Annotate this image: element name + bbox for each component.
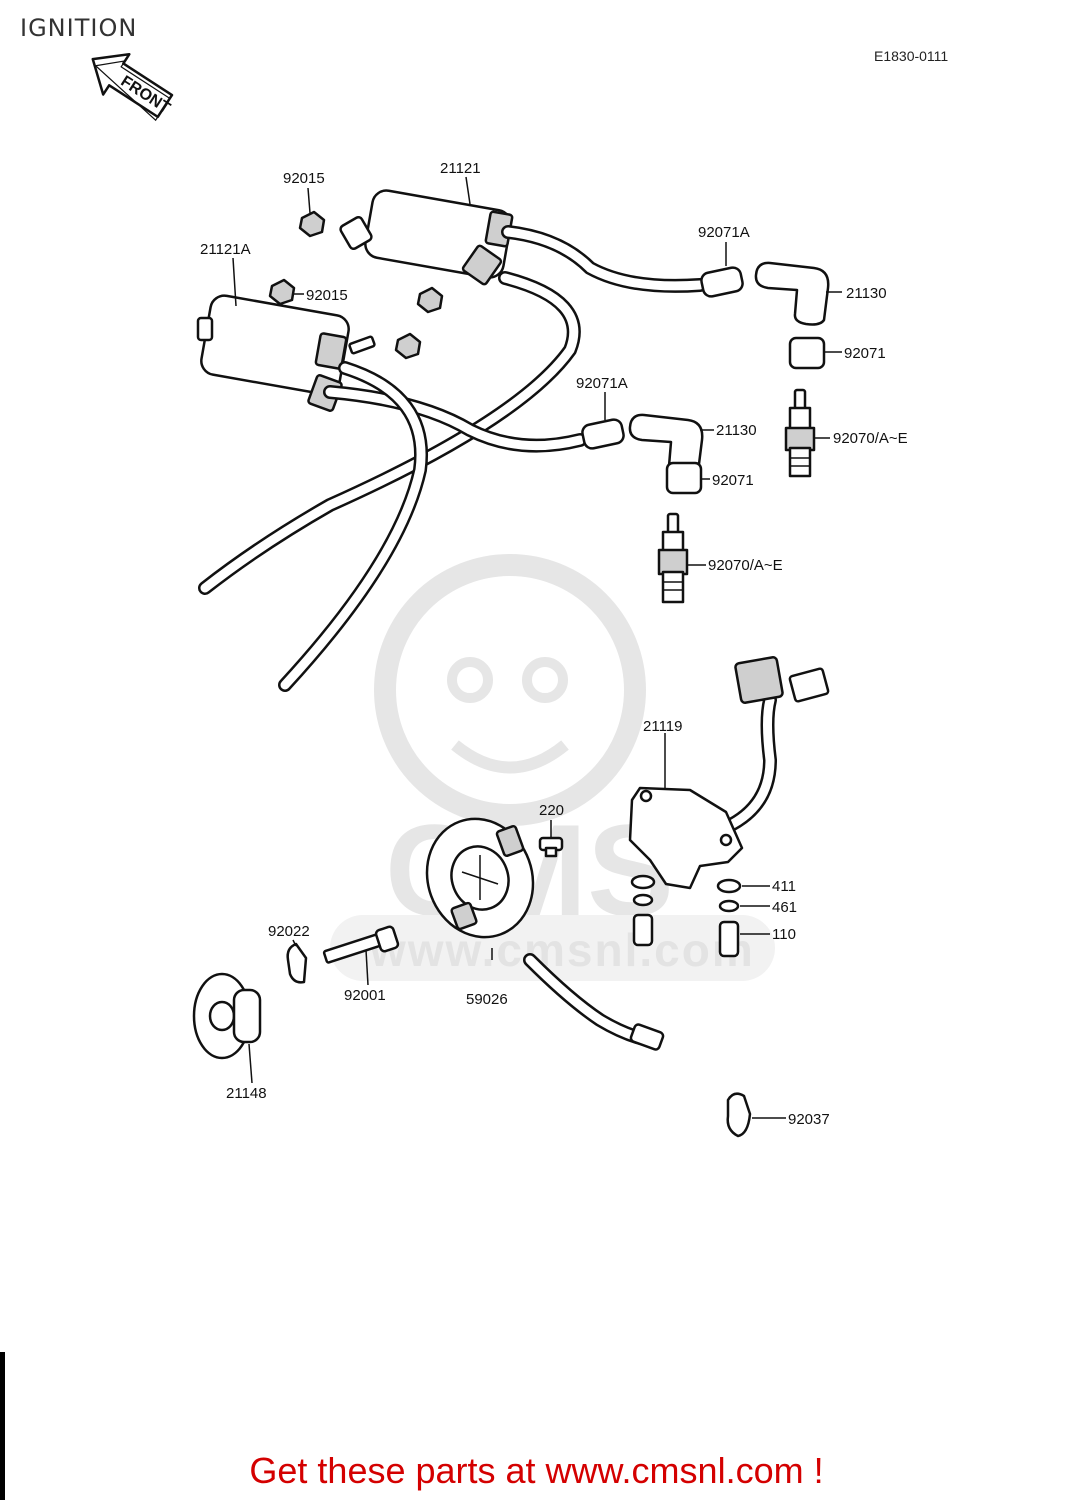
timing-advancer-21148 [192,972,262,1060]
washer-411-right [716,878,742,894]
label-21119: 21119 [643,718,683,735]
bolt-92001 [322,925,400,964]
parts-diagram: CMS www.cmsnl.com FRONT [91,52,908,1138]
label-21130-b: 21130 [716,422,757,439]
pickup-coil-59026 [425,817,665,1051]
clamp-92037 [726,1092,752,1138]
watermark-mascot-head [374,554,646,826]
watermark-url: www.cmsnl.com [369,924,755,976]
washer-461-left [632,893,654,907]
leader-lines [232,176,842,1119]
label-220: 220 [539,802,564,819]
ht-wires [198,225,707,692]
nut-92015-d [394,332,422,360]
page-title: IGNITION [20,14,138,42]
label-411: 411 [772,878,796,895]
bolt-110-left [632,913,654,947]
nut-92015-b [268,278,296,306]
label-92037: 92037 [788,1111,830,1128]
screw-220 [538,836,564,858]
label-110: 110 [772,926,796,943]
seal-92071-upper [788,336,826,370]
label-21148: 21148 [226,1085,267,1102]
nut-92015-a [298,210,326,238]
diagram-code: E1830-0111 [874,48,949,64]
spring-92071a-upper [700,266,744,298]
spark-plug-upper [784,388,816,478]
label-92071-b: 92071 [712,472,754,489]
washer-461-right [718,899,740,913]
footer-link[interactable]: Get these parts at www.cmsnl.com ! [249,1450,824,1491]
label-92071-a: 92071 [844,345,886,362]
label-92015-b: 92015 [306,287,348,304]
watermark-url-banner [330,915,775,981]
label-92022: 92022 [268,923,310,940]
label-461: 461 [772,899,797,916]
label-21130-a: 21130 [846,285,887,302]
spacer-92022 [286,942,308,984]
label-21121: 21121 [440,160,481,177]
left-edge-bar [0,1352,5,1500]
label-92001: 92001 [344,987,386,1004]
part-labels: 92015 21121 21121A 92015 92071A 21130 92… [200,160,908,1128]
bolt-110-right [718,920,740,958]
label-59026: 59026 [466,991,508,1008]
spark-plug-lower [657,512,689,604]
ic-igniter-21119 [628,656,830,890]
label-92071a-a: 92071A [698,224,750,241]
spring-92071a-lower [581,418,625,450]
label-92070-b: 92070/A~E [708,557,783,574]
nut-92015-c [416,286,444,314]
ignition-coil-upper [339,189,514,286]
plug-cap-21130-upper [754,261,830,326]
front-arrow: FRONT [91,52,174,122]
label-92070-a: 92070/A~E [833,430,908,447]
label-21121a: 21121A [200,241,251,258]
washer-411-left [630,874,656,890]
seal-92071-lower [665,461,703,495]
label-92015-a: 92015 [283,170,325,187]
label-92071a-b: 92071A [576,375,628,392]
watermark: CMS www.cmsnl.com [330,554,775,981]
